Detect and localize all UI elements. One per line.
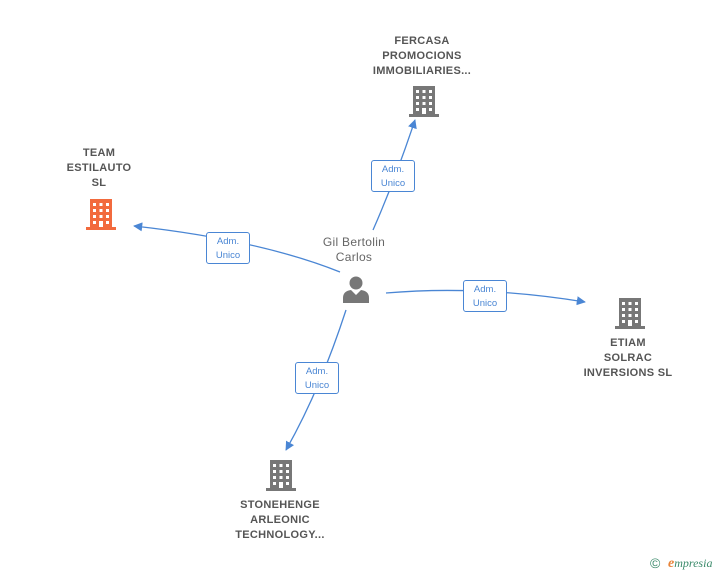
node-label-line: TECHNOLOGY... <box>235 529 325 541</box>
building-icon[interactable] <box>613 296 647 330</box>
edge-label-team[interactable]: Adm. Unico <box>206 232 250 264</box>
brand-initial: e <box>668 556 675 571</box>
node-label-line: FERCASA <box>394 35 450 47</box>
node-label-etiam: ETIAM SOLRAC INVERSIONS SL <box>572 336 684 381</box>
node-label-line: SOLRAC <box>603 352 653 364</box>
node-label-stonehenge: STONEHENGE ARLEONIC TECHNOLOGY... <box>220 498 340 543</box>
node-label-line: IMMOBILIARIES... <box>372 65 472 77</box>
edge-role-text: Adm. <box>305 366 329 377</box>
node-label-line: TEAM <box>82 147 116 159</box>
building-icon[interactable] <box>407 84 441 118</box>
node-label-fercasa: FERCASA PROMOCIONS IMMOBILIARIES... <box>362 34 482 79</box>
edge-role-text: Unico <box>304 380 330 391</box>
node-label-line: STONEHENGE <box>240 499 320 511</box>
copyright-symbol: © <box>650 555 661 571</box>
person-icon[interactable] <box>341 274 371 304</box>
edge-label-stonehenge[interactable]: Adm. Unico <box>295 362 339 394</box>
brand-footer: © empresia <box>650 555 728 573</box>
building-icon[interactable] <box>264 458 298 492</box>
node-label-line: PROMOCIONS <box>382 50 462 62</box>
node-label-line: SL <box>91 177 107 189</box>
edge-label-etiam[interactable]: Adm. Unico <box>463 280 507 312</box>
edge-role-text: Unico <box>472 298 498 309</box>
brand-logo: empresia <box>668 556 712 572</box>
person-name-line: Gil Bertolin <box>322 235 386 249</box>
edge-role-text: Adm. <box>381 164 405 175</box>
edge-role-text: Unico <box>380 178 406 189</box>
building-icon[interactable] <box>84 196 118 232</box>
node-label-line: INVERSIONS SL <box>583 367 673 379</box>
edge-label-fercasa[interactable]: Adm. Unico <box>371 160 415 192</box>
person-name-line: Carlos <box>335 250 373 264</box>
edge-role-text: Adm. <box>216 236 240 247</box>
brand-name: mpresia <box>674 556 713 570</box>
node-label-team-estilauto: TEAM ESTILAUTO SL <box>44 146 154 191</box>
node-label-line: ESTILAUTO <box>66 162 132 174</box>
node-label-person: Gil Bertolin Carlos <box>304 235 404 265</box>
edge-role-text: Adm. <box>473 284 497 295</box>
edge-role-text: Unico <box>215 250 241 261</box>
node-label-line: ARLEONIC <box>250 514 310 526</box>
node-label-line: ETIAM <box>610 337 646 349</box>
